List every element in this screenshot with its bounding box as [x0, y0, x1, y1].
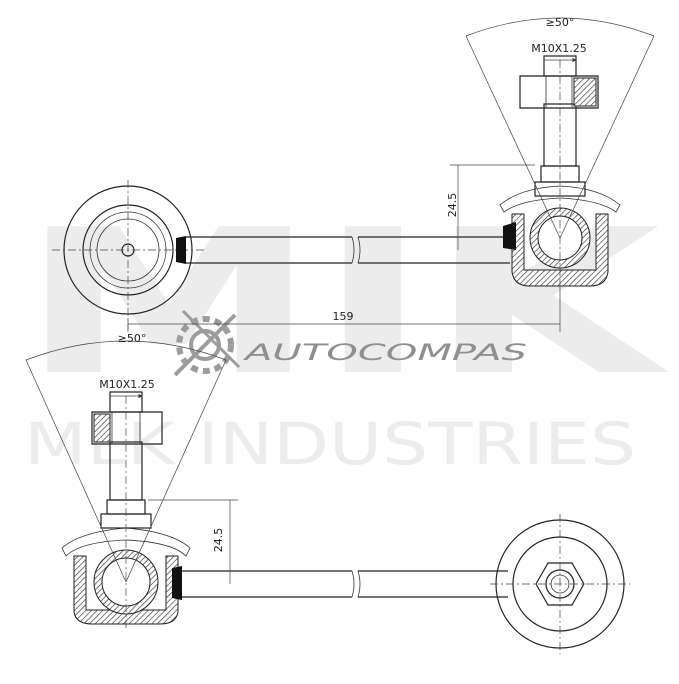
top-length-dimension: 159	[127, 280, 561, 332]
bottom-thread-label: M10X1.25	[99, 378, 155, 391]
top-length-label: 159	[333, 310, 354, 323]
top-height-label: 24.5	[446, 193, 459, 218]
autocompas-logo: AUTOCOMPAS	[173, 309, 527, 377]
bottom-eye-end	[490, 514, 630, 654]
bottom-rod	[182, 570, 508, 598]
logo-text: AUTOCOMPAS	[241, 341, 527, 366]
top-eye-end	[52, 180, 205, 330]
bottom-view: ≥50° M10X1.25 24.5	[25, 332, 630, 654]
bottom-height-label: 24.5	[212, 528, 225, 553]
top-angle-label: ≥50°	[546, 16, 575, 29]
logo-gear-icon	[173, 309, 241, 377]
top-ball-joint	[499, 55, 621, 287]
top-thread-label: M10X1.25	[531, 42, 587, 55]
bottom-height-dimension: 24.5	[148, 499, 238, 584]
top-view: ≥50° M10X1.25 24.5 159	[52, 16, 655, 332]
top-height-dimension: 24.5	[446, 164, 535, 250]
top-rod	[186, 236, 510, 264]
bottom-angle-label: ≥50°	[118, 332, 147, 345]
